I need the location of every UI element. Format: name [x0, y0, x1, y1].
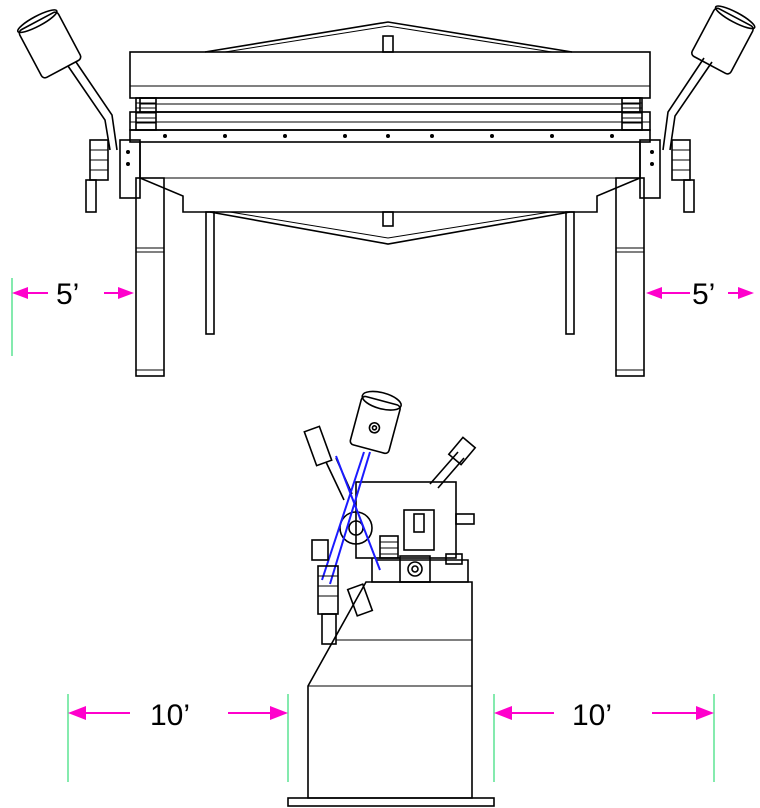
- linkage-rods: [321, 451, 381, 585]
- lower-linkage: [311, 539, 374, 645]
- side-view-bending-brake: [287, 390, 495, 807]
- dimension-front-right: 5’: [646, 278, 754, 311]
- handle-counterweight-left: [16, 9, 118, 213]
- dimension-label-front-right: 5’: [692, 278, 715, 311]
- dimension-label-side-right: 10’: [572, 699, 612, 732]
- springs-right: [621, 97, 643, 131]
- side-handle-left-grip: [303, 425, 353, 501]
- leg-left: [135, 177, 165, 377]
- handle-counterweight-right: [662, 5, 756, 213]
- side-handle-right: [429, 436, 477, 489]
- head-assembly: [339, 481, 475, 583]
- bottom-truss: [209, 211, 571, 245]
- clamp-bar: [129, 129, 651, 143]
- front-view-bending-brake: [16, 5, 756, 377]
- dimension-label-front-left: 5’: [56, 278, 79, 311]
- end-plate-right: [639, 139, 661, 199]
- upper-apron: [129, 51, 651, 131]
- stand: [287, 581, 495, 807]
- bed: [139, 142, 641, 213]
- dimension-side-right: 10’: [493, 694, 715, 782]
- side-counterweight: [349, 390, 402, 455]
- springs-left: [135, 97, 157, 131]
- inner-leg-right: [565, 211, 575, 335]
- dimension-front-left: 5’: [11, 278, 134, 356]
- leg-right: [615, 177, 645, 377]
- inner-leg-left: [205, 211, 215, 335]
- end-plate-left: [119, 139, 141, 199]
- top-truss: [204, 21, 573, 53]
- dimension-side-left: 10’: [67, 694, 289, 782]
- dimension-label-side-left: 10’: [150, 699, 190, 732]
